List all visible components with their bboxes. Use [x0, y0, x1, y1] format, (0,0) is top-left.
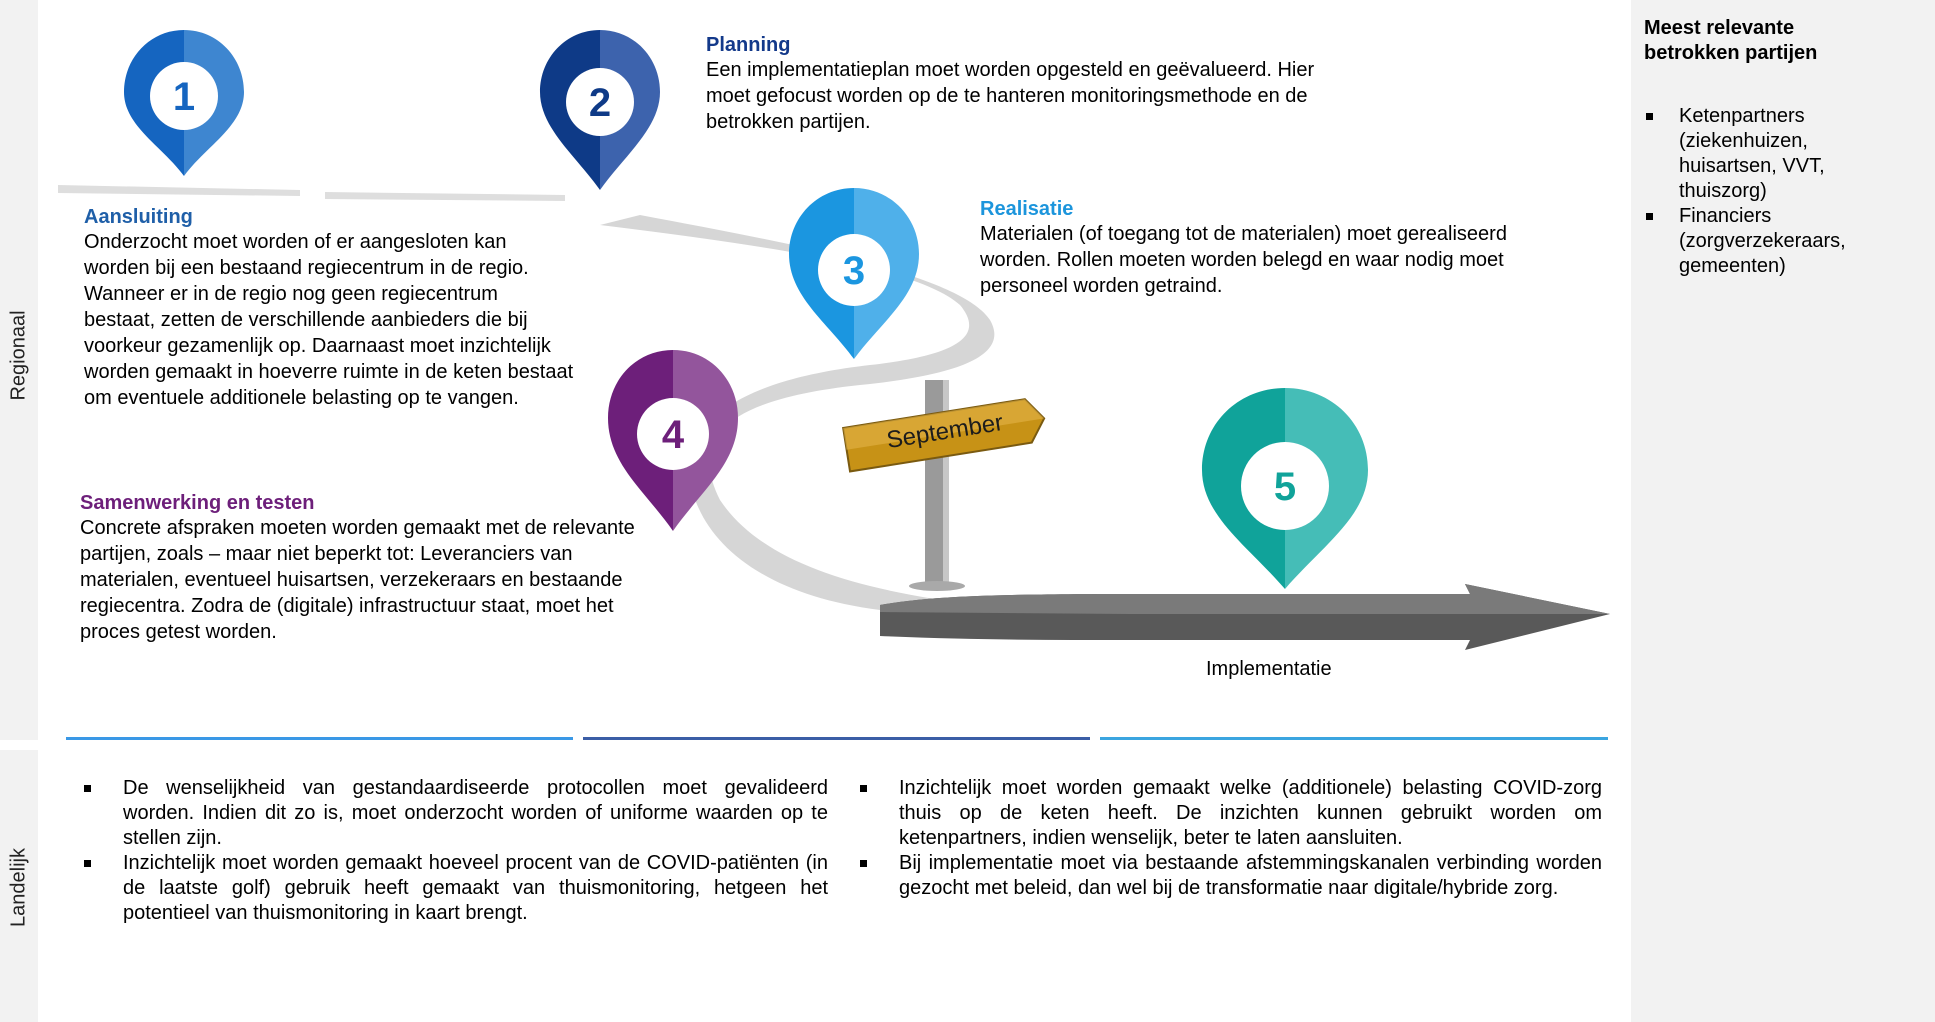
- national-band: [0, 750, 38, 1022]
- stakeholders-list: Ketenpartners (ziekenhuizen, huisartsen,…: [1644, 104, 1894, 279]
- pin-2: 2: [540, 30, 660, 190]
- national-label: Landelijk: [7, 848, 30, 927]
- pin-3-number: 3: [843, 249, 865, 293]
- divider-bar-3: [1100, 737, 1608, 740]
- pin-5: 5: [1202, 388, 1368, 589]
- stakeholders-panel: Meest relevante betrokken partijen Keten…: [1631, 0, 1935, 1022]
- pin-5-number: 5: [1274, 465, 1296, 509]
- national-bullet-right-1: Inzichtelijk moet worden gemaakt welke (…: [860, 776, 1602, 851]
- national-bullets-left: De wenselijkheid van gestandaardiseerde …: [84, 776, 828, 926]
- step-samenwerking: Samenwerking en testen Concrete afsprake…: [80, 492, 660, 645]
- pin-1-number: 1: [173, 75, 195, 119]
- signpost-board: [842, 398, 1046, 473]
- stakeholders-title: Meest relevante betrokken partijen: [1644, 17, 1818, 64]
- national-bullets-right: Inzichtelijk moet worden gemaakt welke (…: [860, 776, 1602, 901]
- pin-4-number: 4: [662, 413, 685, 457]
- pin-2-number: 2: [589, 81, 611, 125]
- roadmap-path: [58, 185, 1610, 740]
- step-realisatie: Realisatie Materialen (of toegang tot de…: [980, 198, 1510, 299]
- stakeholder-item: Ketenpartners (ziekenhuizen, huisartsen,…: [1644, 104, 1894, 204]
- stakeholder-item: Financiers (zorgverzekeraars, gemeenten): [1644, 204, 1894, 279]
- step-realisatie-text: Materialen (of toegang tot de materialen…: [980, 223, 1507, 297]
- implementation-label: Implementatie: [1206, 658, 1332, 680]
- national-bullet-right-2: Bij implementatie moet via bestaande afs…: [860, 851, 1602, 901]
- step-aansluiting: Aansluiting Onderzocht moet worden of er…: [84, 206, 574, 411]
- pin-3: 3: [789, 188, 919, 359]
- divider-bar-1: [66, 737, 573, 740]
- national-bullet-left-2: Inzichtelijk moet worden gemaakt hoeveel…: [84, 851, 828, 926]
- national-bullet-left-1: De wenselijkheid van gestandaardiseerde …: [84, 776, 828, 851]
- divider-bar-2: [583, 737, 1090, 740]
- step-aansluiting-text: Onderzocht moet worden of er aangesloten…: [84, 231, 574, 409]
- step-samenwerking-title: Samenwerking en testen: [80, 492, 315, 514]
- pin-1: 1: [124, 30, 244, 176]
- step-planning-text: Een implementatieplan moet worden opgest…: [706, 59, 1315, 133]
- step-planning-title: Planning: [706, 34, 791, 56]
- road-top: [58, 185, 565, 201]
- pin-4: 4: [608, 350, 738, 531]
- step-aansluiting-title: Aansluiting: [84, 206, 193, 228]
- step-samenwerking-text: Concrete afspraken moeten worden gemaakt…: [80, 517, 635, 643]
- step-realisatie-title: Realisatie: [980, 198, 1074, 220]
- regional-band: [0, 0, 38, 740]
- implementation-arrow: [880, 584, 1610, 650]
- step-planning: Planning Een implementatieplan moet word…: [706, 34, 1326, 135]
